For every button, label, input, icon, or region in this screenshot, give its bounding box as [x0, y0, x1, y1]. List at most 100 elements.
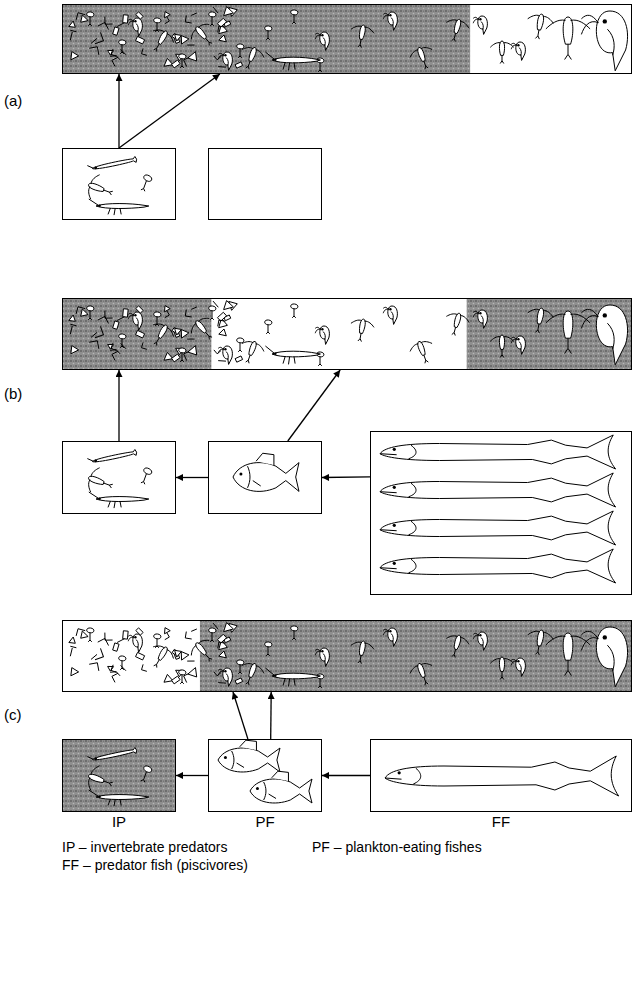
plankton-fragment [172, 354, 180, 362]
rotifer [119, 656, 126, 668]
pike [380, 454, 397, 455]
daphnia [315, 326, 329, 344]
copepod [242, 661, 266, 673]
copepod [358, 333, 363, 342]
daphnia [511, 43, 516, 49]
plankton-fragment [111, 49, 119, 57]
plankton-fragment [187, 337, 194, 341]
plankton-fragment [224, 622, 234, 632]
plankton-fragment [89, 663, 99, 673]
panel-letter: (c) [4, 706, 22, 723]
plankton-fragment [68, 637, 77, 646]
copepod [490, 43, 513, 48]
daphnia [383, 307, 388, 313]
rotifer [141, 481, 146, 484]
copepod [84, 763, 116, 796]
plankton-fragment [218, 26, 226, 34]
effect-arrow [118, 370, 119, 441]
copepod [546, 633, 590, 676]
rotifer [120, 668, 124, 670]
plankton-fragment [70, 51, 79, 60]
plankton-fragment [218, 642, 226, 650]
plankton-fragment [142, 48, 149, 55]
daphnia [226, 674, 228, 682]
rotifer [179, 348, 186, 362]
effect-arrow [176, 775, 208, 776]
effect-arrow [119, 74, 220, 148]
daphnia [218, 346, 232, 364]
daphnia [511, 337, 516, 343]
plankton-fragment [70, 646, 76, 648]
plankton-fragment [235, 356, 243, 362]
copepod [88, 182, 105, 193]
plankton-fragment [136, 36, 145, 44]
daphnia [315, 32, 329, 50]
rotifer [209, 306, 216, 320]
copepod [528, 630, 555, 640]
copepod [358, 655, 363, 664]
plankton-fragment [164, 11, 171, 18]
daphnia [478, 310, 488, 328]
rotifer [266, 654, 270, 656]
daphnia [607, 323, 614, 349]
leptodora [89, 492, 149, 508]
leptodora [89, 199, 149, 215]
plankton-fragment [218, 320, 226, 328]
daphnia [315, 33, 320, 39]
plankton-fragment [105, 16, 113, 24]
rotifer [265, 642, 272, 656]
copepod [358, 39, 363, 48]
leptodora [265, 346, 295, 364]
plankton-fragment [142, 664, 149, 671]
plankton-fragment [91, 654, 97, 659]
plankton-fragment [187, 45, 194, 46]
plankton-fragment [224, 6, 234, 16]
plankton-fragment [117, 639, 124, 643]
rotifer [88, 318, 92, 320]
plankton-fragment [218, 65, 226, 69]
rotifer [154, 634, 161, 646]
copepod [446, 312, 470, 323]
rotifer [237, 338, 244, 350]
plankton-fragment [91, 38, 97, 43]
daphnia [133, 18, 143, 36]
plankton-fragment [92, 32, 103, 43]
plankton-fragment [219, 650, 229, 660]
daphnia [517, 660, 519, 662]
copepod [348, 317, 375, 343]
copepod [84, 465, 116, 498]
copepod [187, 636, 219, 668]
plankton-fragment [185, 632, 192, 639]
plankton-fragment [76, 13, 85, 22]
daphnia [473, 16, 487, 34]
plankton-fragment [89, 341, 99, 351]
leptodora [265, 346, 320, 364]
plankton-fragment [142, 48, 149, 55]
daphnia [596, 305, 627, 365]
plankton-fragment [116, 55, 120, 60]
plankton-fragment [89, 341, 99, 351]
copepod [408, 661, 432, 673]
copepod [525, 628, 555, 657]
copepod [442, 16, 470, 44]
plankton-fragment [235, 62, 243, 68]
plankton-fragment [121, 665, 126, 670]
copepod [194, 25, 207, 39]
daphnia [581, 627, 627, 687]
rotifer [119, 334, 126, 348]
panel-letter: (a) [4, 92, 22, 109]
rotifer [238, 672, 242, 674]
copepod [84, 763, 116, 796]
daphnia [133, 312, 143, 330]
copepod [145, 25, 177, 56]
copepod [154, 43, 161, 52]
rotifer [139, 765, 152, 783]
leptodora [265, 346, 320, 364]
rotifer [179, 348, 186, 362]
pike [393, 486, 396, 489]
effect-arrow [322, 476, 370, 478]
plankton-fragment [89, 341, 99, 351]
copepod [535, 324, 541, 334]
plankton-fragment [136, 652, 145, 660]
plankton-fragment [92, 648, 103, 659]
